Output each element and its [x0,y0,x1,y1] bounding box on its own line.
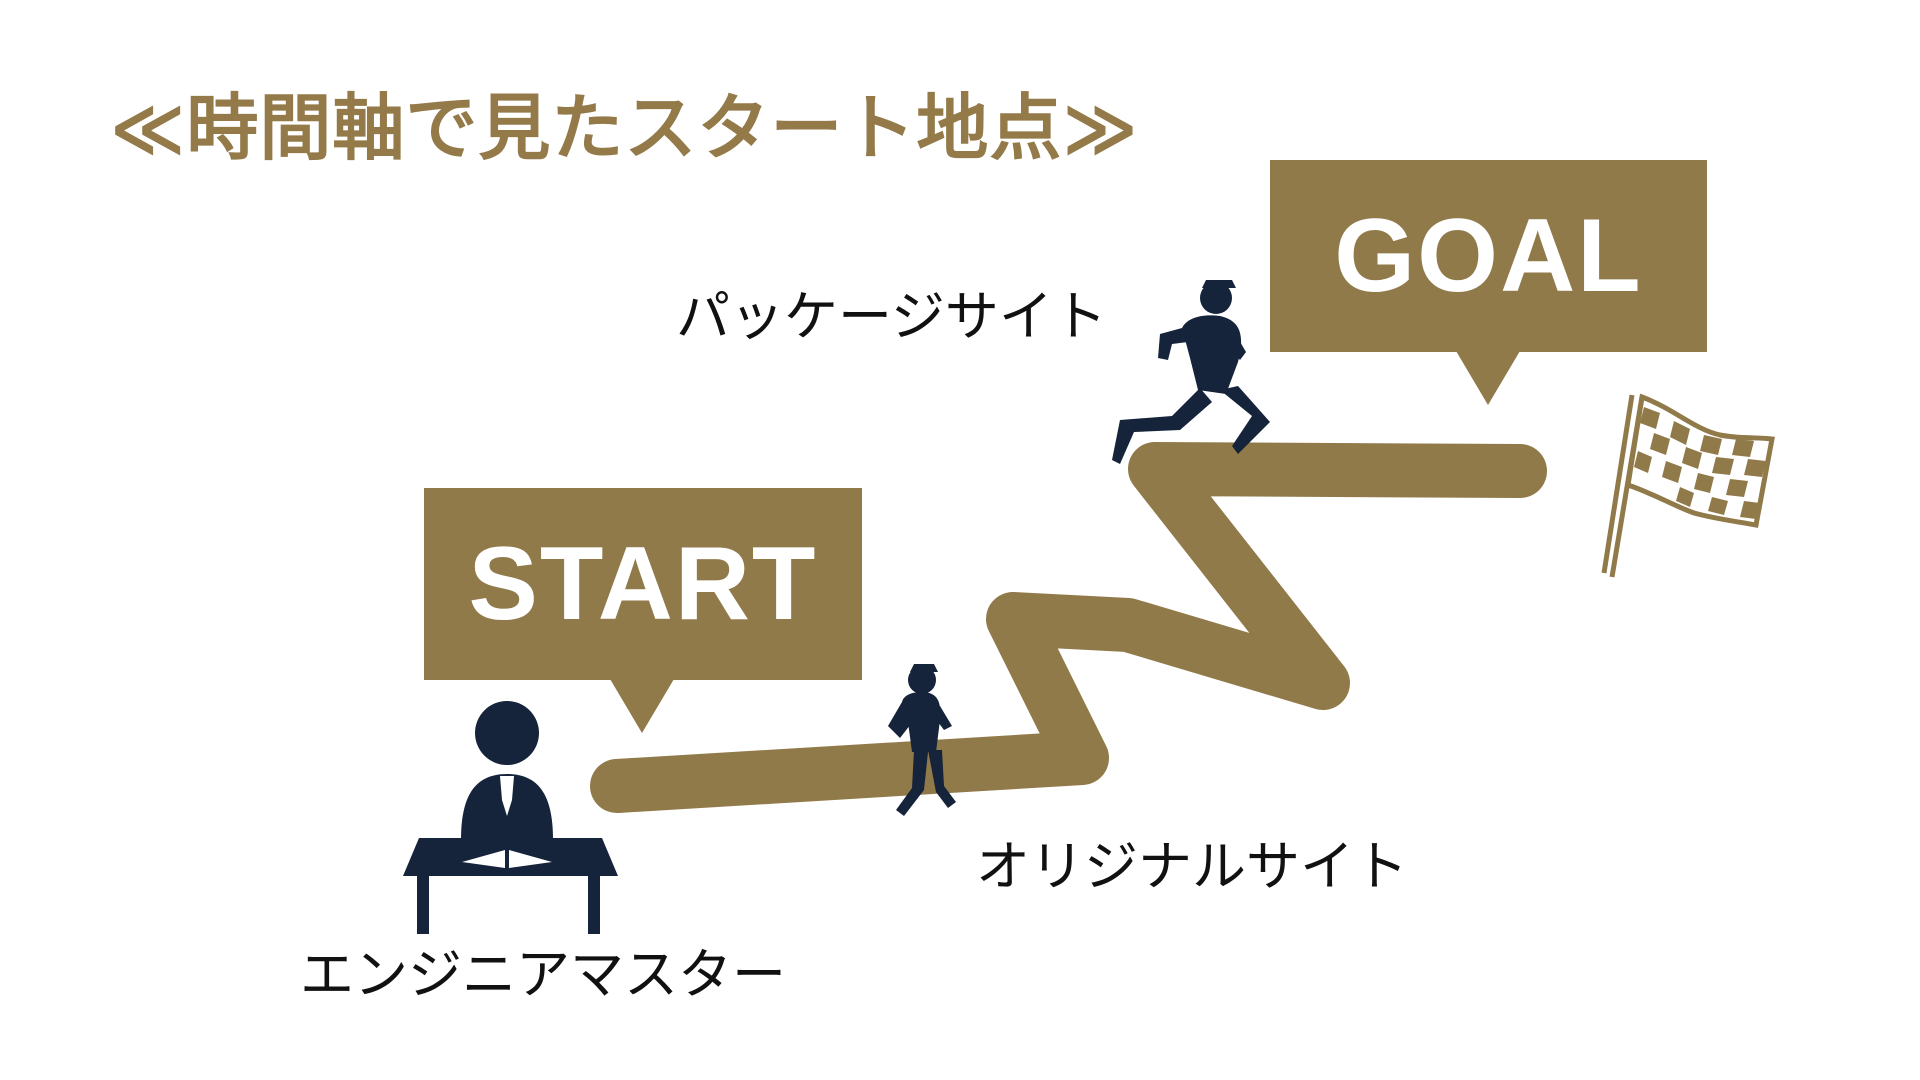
runner-icon [1112,280,1270,464]
goal-label: GOAL [1334,197,1643,314]
runner-icon [888,664,956,816]
package-site-label: パッケージサイト [676,285,1107,348]
student-at-desk-icon [403,701,618,934]
start-callout: START [424,488,862,733]
checkered-flag-icon [1601,393,1775,578]
progress-path [590,442,1547,813]
engineer-master-label: エンジニアマスター [300,943,786,1006]
page-title: ≪時間軸で見たスタート地点≫ [110,86,1139,170]
goal-callout: GOAL [1270,160,1707,405]
start-label: START [468,525,818,642]
original-site-label: オリジナルサイト [976,835,1408,898]
